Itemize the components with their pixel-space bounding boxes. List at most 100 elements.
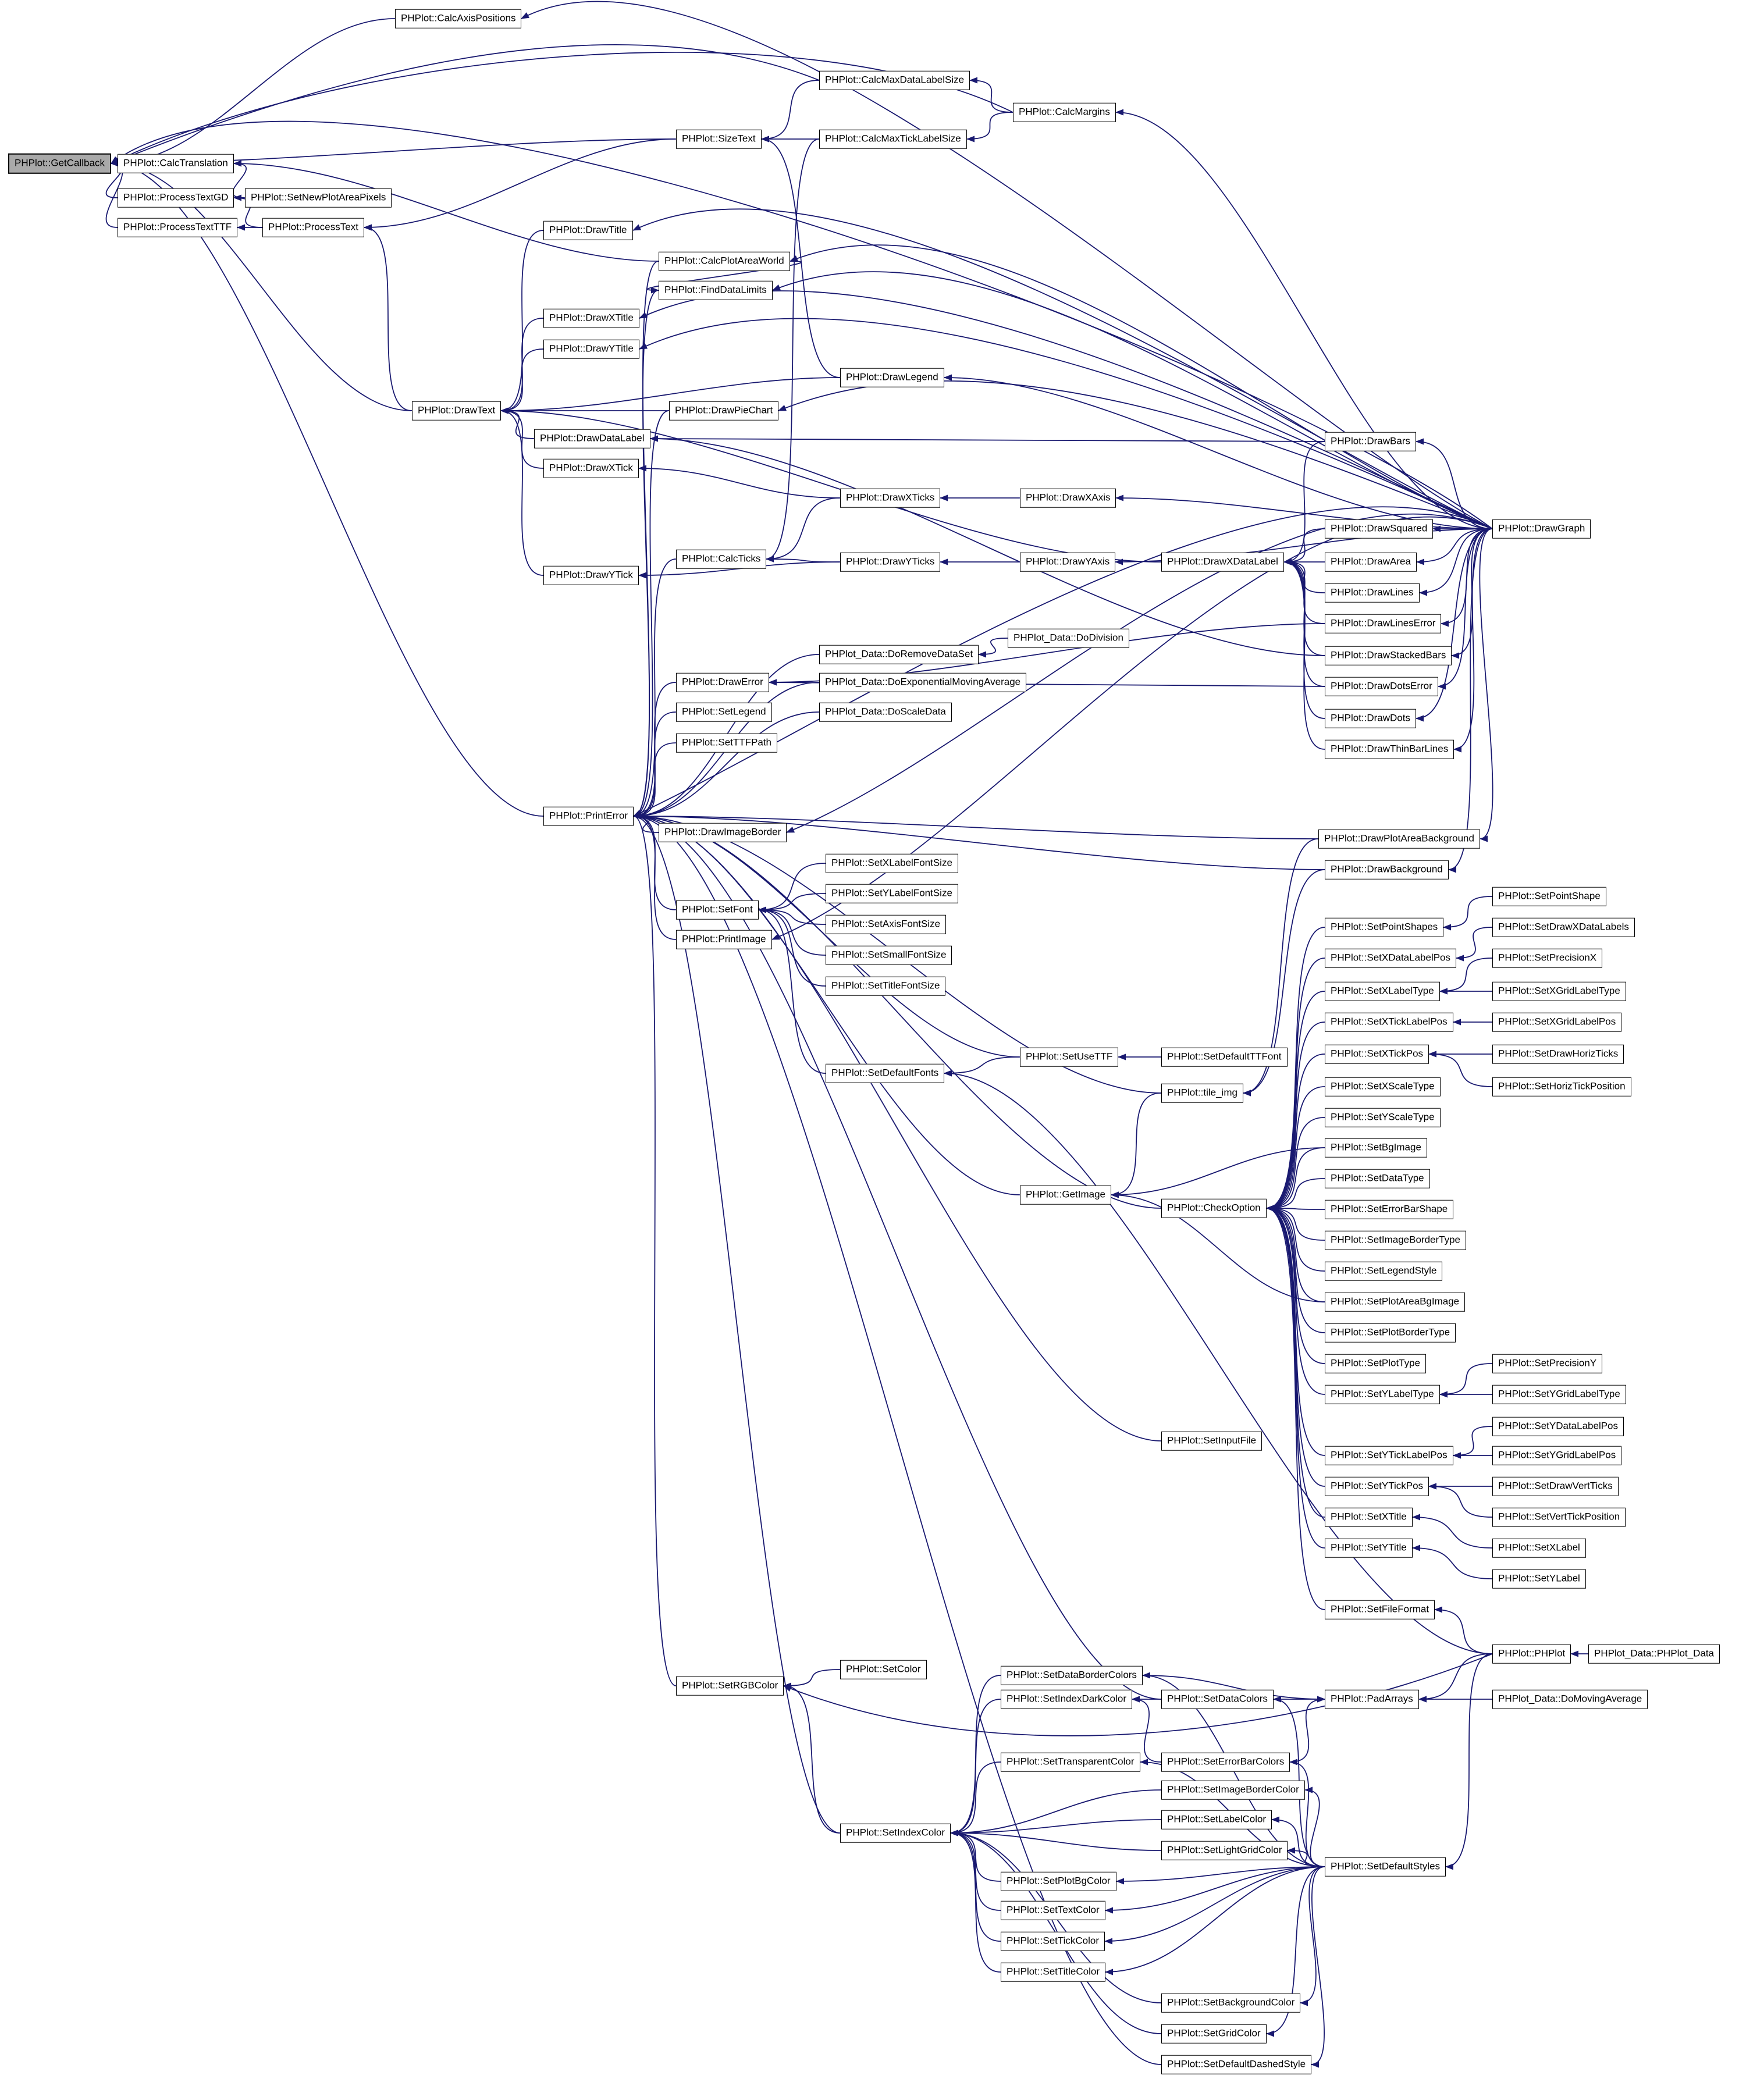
- graph-node-SetBackgroundColor[interactable]: PHPlot::SetBackgroundColor: [1161, 1993, 1301, 2013]
- graph-node-SetDataType[interactable]: PHPlot::SetDataType: [1325, 1169, 1430, 1188]
- graph-node-SetBgImage[interactable]: PHPlot::SetBgImage: [1325, 1138, 1427, 1158]
- graph-node-DrawImageBorder[interactable]: PHPlot::DrawImageBorder: [659, 823, 787, 842]
- graph-node-GetImage[interactable]: PHPlot::GetImage: [1020, 1185, 1112, 1205]
- graph-node-DrawXTick[interactable]: PHPlot::DrawXTick: [543, 458, 639, 478]
- graph-node-CalcMaxTickLabelSize[interactable]: PHPlot::CalcMaxTickLabelSize: [819, 129, 967, 149]
- graph-node-DrawDotsError[interactable]: PHPlot::DrawDotsError: [1325, 677, 1438, 696]
- graph-node-SetTitleColor[interactable]: PHPlot::SetTitleColor: [1001, 1962, 1105, 1982]
- graph-node-SetColor[interactable]: PHPlot::SetColor: [840, 1660, 927, 1679]
- graph-node-SetXGridLabelPos[interactable]: PHPlot::SetXGridLabelPos: [1492, 1012, 1622, 1032]
- graph-node-DrawXTicks[interactable]: PHPlot::DrawXTicks: [840, 488, 941, 508]
- graph-node-SetLightGridColor[interactable]: PHPlot::SetLightGridColor: [1161, 1841, 1288, 1860]
- graph-node-SetYScaleType[interactable]: PHPlot::SetYScaleType: [1325, 1108, 1441, 1127]
- graph-node-SetYTitle[interactable]: PHPlot::SetYTitle: [1325, 1538, 1413, 1558]
- graph-node-SetXTickLabelPos[interactable]: PHPlot::SetXTickLabelPos: [1325, 1012, 1453, 1032]
- graph-node-DrawXAxis[interactable]: PHPlot::DrawXAxis: [1020, 488, 1116, 508]
- graph-node-DrawThinBarLines[interactable]: PHPlot::DrawThinBarLines: [1325, 739, 1454, 759]
- graph-node-SetVertTickPosition[interactable]: PHPlot::SetVertTickPosition: [1492, 1507, 1626, 1527]
- graph-node-SetPlotAreaBgImage[interactable]: PHPlot::SetPlotAreaBgImage: [1325, 1292, 1466, 1312]
- graph-node-SetXScaleType[interactable]: PHPlot::SetXScaleType: [1325, 1077, 1441, 1097]
- graph-node-SetSmallFontSize[interactable]: PHPlot::SetSmallFontSize: [826, 945, 952, 965]
- graph-node-SetPointShape[interactable]: PHPlot::SetPointShape: [1492, 887, 1606, 906]
- graph-node-SetYTickLabelPos[interactable]: PHPlot::SetYTickLabelPos: [1325, 1446, 1453, 1465]
- graph-node-FindDataLimits[interactable]: PHPlot::FindDataLimits: [659, 280, 773, 300]
- graph-node-SetYTickPos[interactable]: PHPlot::SetYTickPos: [1325, 1476, 1429, 1496]
- graph-node-SetXTickPos[interactable]: PHPlot::SetXTickPos: [1325, 1044, 1429, 1064]
- graph-node-DoMovingAverage[interactable]: PHPlot_Data::DoMovingAverage: [1492, 1689, 1648, 1709]
- graph-node-DrawLines[interactable]: PHPlot::DrawLines: [1325, 583, 1420, 603]
- graph-node-CalcTicks[interactable]: PHPlot::CalcTicks: [676, 549, 767, 569]
- graph-node-SetYGridLabelPos[interactable]: PHPlot::SetYGridLabelPos: [1492, 1446, 1622, 1465]
- graph-node-SetUseTTF[interactable]: PHPlot::SetUseTTF: [1020, 1047, 1119, 1067]
- graph-node-SetDrawVertTicks[interactable]: PHPlot::SetDrawVertTicks: [1492, 1476, 1619, 1496]
- graph-node-SetYGridLabelType[interactable]: PHPlot::SetYGridLabelType: [1492, 1384, 1626, 1404]
- graph-node-CalcAxisPositions[interactable]: PHPlot::CalcAxisPositions: [395, 9, 522, 29]
- graph-node-SetErrorBarShape[interactable]: PHPlot::SetErrorBarShape: [1325, 1200, 1454, 1219]
- graph-node-SetXLabelFontSize[interactable]: PHPlot::SetXLabelFontSize: [826, 853, 958, 873]
- graph-node-DoDivision[interactable]: PHPlot_Data::DoDivision: [1008, 628, 1129, 648]
- graph-node-SetPlotType[interactable]: PHPlot::SetPlotType: [1325, 1354, 1427, 1373]
- graph-node-DrawBars[interactable]: PHPlot::DrawBars: [1325, 432, 1416, 451]
- graph-node-SetTitleFontSize[interactable]: PHPlot::SetTitleFontSize: [826, 976, 946, 996]
- graph-node-SetPointShapes[interactable]: PHPlot::SetPointShapes: [1325, 917, 1444, 937]
- graph-node-SetFont[interactable]: PHPlot::SetFont: [676, 900, 759, 920]
- graph-node-SetInputFile[interactable]: PHPlot::SetInputFile: [1161, 1431, 1263, 1451]
- graph-node-DrawLinesError[interactable]: PHPlot::DrawLinesError: [1325, 614, 1442, 633]
- graph-node-CalcTranslation[interactable]: PHPlot::CalcTranslation: [118, 154, 234, 173]
- graph-node-DrawYAxis[interactable]: PHPlot::DrawYAxis: [1020, 552, 1116, 572]
- graph-node-SetDrawHorizTicks[interactable]: PHPlot::SetDrawHorizTicks: [1492, 1044, 1624, 1064]
- graph-node-DrawYTitle[interactable]: PHPlot::DrawYTitle: [543, 339, 639, 359]
- graph-node-SetDrawXDataLabels[interactable]: PHPlot::SetDrawXDataLabels: [1492, 917, 1635, 937]
- graph-node-SetYLabel[interactable]: PHPlot::SetYLabel: [1492, 1569, 1586, 1589]
- graph-node-SetRGBColor[interactable]: PHPlot::SetRGBColor: [676, 1676, 784, 1696]
- graph-node-tile_img[interactable]: PHPlot::tile_img: [1161, 1083, 1243, 1103]
- graph-node-SetPrecisionY[interactable]: PHPlot::SetPrecisionY: [1492, 1354, 1603, 1373]
- graph-node-SetDefaultFonts[interactable]: PHPlot::SetDefaultFonts: [826, 1063, 945, 1083]
- graph-node-SetYLabelFontSize[interactable]: PHPlot::SetYLabelFontSize: [826, 884, 958, 903]
- graph-node-SetDefaultTTFont[interactable]: PHPlot::SetDefaultTTFont: [1161, 1047, 1288, 1067]
- graph-node-DoExponentialMovingAverage[interactable]: PHPlot_Data::DoExponentialMovingAverage: [819, 672, 1027, 692]
- graph-node-CalcMaxDataLabelSize[interactable]: PHPlot::CalcMaxDataLabelSize: [819, 70, 970, 90]
- graph-node-SetImageBorderColor[interactable]: PHPlot::SetImageBorderColor: [1161, 1780, 1305, 1800]
- graph-node-PadArrays[interactable]: PHPlot::PadArrays: [1325, 1689, 1419, 1709]
- graph-node-SetXLabel[interactable]: PHPlot::SetXLabel: [1492, 1538, 1586, 1558]
- graph-node-DrawPieChart[interactable]: PHPlot::DrawPieChart: [669, 401, 779, 421]
- graph-node-DrawDots[interactable]: PHPlot::DrawDots: [1325, 709, 1416, 728]
- graph-node-ProcessTextGD[interactable]: PHPlot::ProcessTextGD: [118, 188, 234, 208]
- graph-node-CalcMargins[interactable]: PHPlot::CalcMargins: [1013, 102, 1116, 122]
- graph-node-DrawBackground[interactable]: PHPlot::DrawBackground: [1325, 860, 1449, 880]
- graph-node-DrawStackedBars[interactable]: PHPlot::DrawStackedBars: [1325, 646, 1452, 665]
- graph-node-SetLegendStyle[interactable]: PHPlot::SetLegendStyle: [1325, 1261, 1443, 1281]
- graph-node-SetTickColor[interactable]: PHPlot::SetTickColor: [1001, 1931, 1105, 1951]
- graph-node-SetLabelColor[interactable]: PHPlot::SetLabelColor: [1161, 1810, 1272, 1830]
- graph-node-SetPlotBgColor[interactable]: PHPlot::SetPlotBgColor: [1001, 1871, 1116, 1891]
- graph-node-SetIndexDarkColor[interactable]: PHPlot::SetIndexDarkColor: [1001, 1689, 1132, 1709]
- graph-node-DrawXTitle[interactable]: PHPlot::DrawXTitle: [543, 308, 639, 328]
- graph-node-DoScaleData[interactable]: PHPlot_Data::DoScaleData: [819, 702, 952, 722]
- graph-node-SetHorizTickPosition[interactable]: PHPlot::SetHorizTickPosition: [1492, 1077, 1631, 1097]
- graph-node-SetPlotBorderType[interactable]: PHPlot::SetPlotBorderType: [1325, 1323, 1456, 1343]
- graph-node-ProcessTextTTF[interactable]: PHPlot::ProcessTextTTF: [118, 218, 238, 237]
- graph-node-SetGridColor[interactable]: PHPlot::SetGridColor: [1161, 2024, 1267, 2044]
- graph-node-SetXGridLabelType[interactable]: PHPlot::SetXGridLabelType: [1492, 981, 1626, 1001]
- graph-node-DrawPlotAreaBackground[interactable]: PHPlot::DrawPlotAreaBackground: [1318, 829, 1480, 849]
- graph-node-PrintImage[interactable]: PHPlot::PrintImage: [676, 930, 772, 949]
- graph-node-DrawTitle[interactable]: PHPlot::DrawTitle: [543, 220, 633, 240]
- graph-node-SetFileFormat[interactable]: PHPlot::SetFileFormat: [1325, 1600, 1435, 1620]
- graph-node-SetDataColors[interactable]: PHPlot::SetDataColors: [1161, 1689, 1274, 1709]
- graph-node-PrintError[interactable]: PHPlot::PrintError: [543, 806, 634, 826]
- graph-node-SetTransparentColor[interactable]: PHPlot::SetTransparentColor: [1001, 1752, 1140, 1772]
- graph-node-ProcessText[interactable]: PHPlot::ProcessText: [262, 218, 364, 237]
- graph-node-DrawArea[interactable]: PHPlot::DrawArea: [1325, 552, 1417, 572]
- graph-node-CalcPlotAreaWorld[interactable]: PHPlot::CalcPlotAreaWorld: [659, 251, 790, 271]
- graph-node-SetIndexColor[interactable]: PHPlot::SetIndexColor: [840, 1823, 951, 1843]
- graph-node-GetCallback[interactable]: PHPlot::GetCallback: [8, 153, 111, 174]
- graph-node-SetDefaultDashedStyle[interactable]: PHPlot::SetDefaultDashedStyle: [1161, 2055, 1312, 2074]
- graph-node-DrawGraph[interactable]: PHPlot::DrawGraph: [1492, 519, 1591, 539]
- graph-node-SetYDataLabelPos[interactable]: PHPlot::SetYDataLabelPos: [1492, 1416, 1624, 1436]
- graph-node-DrawText[interactable]: PHPlot::DrawText: [412, 401, 502, 421]
- graph-node-SetAxisFontSize[interactable]: PHPlot::SetAxisFontSize: [826, 914, 947, 934]
- graph-node-PHPlotCtor[interactable]: PHPlot::PHPlot: [1492, 1644, 1571, 1664]
- graph-node-DrawSquared[interactable]: PHPlot::DrawSquared: [1325, 519, 1434, 539]
- graph-node-DrawXDataLabel[interactable]: PHPlot::DrawXDataLabel: [1161, 552, 1284, 572]
